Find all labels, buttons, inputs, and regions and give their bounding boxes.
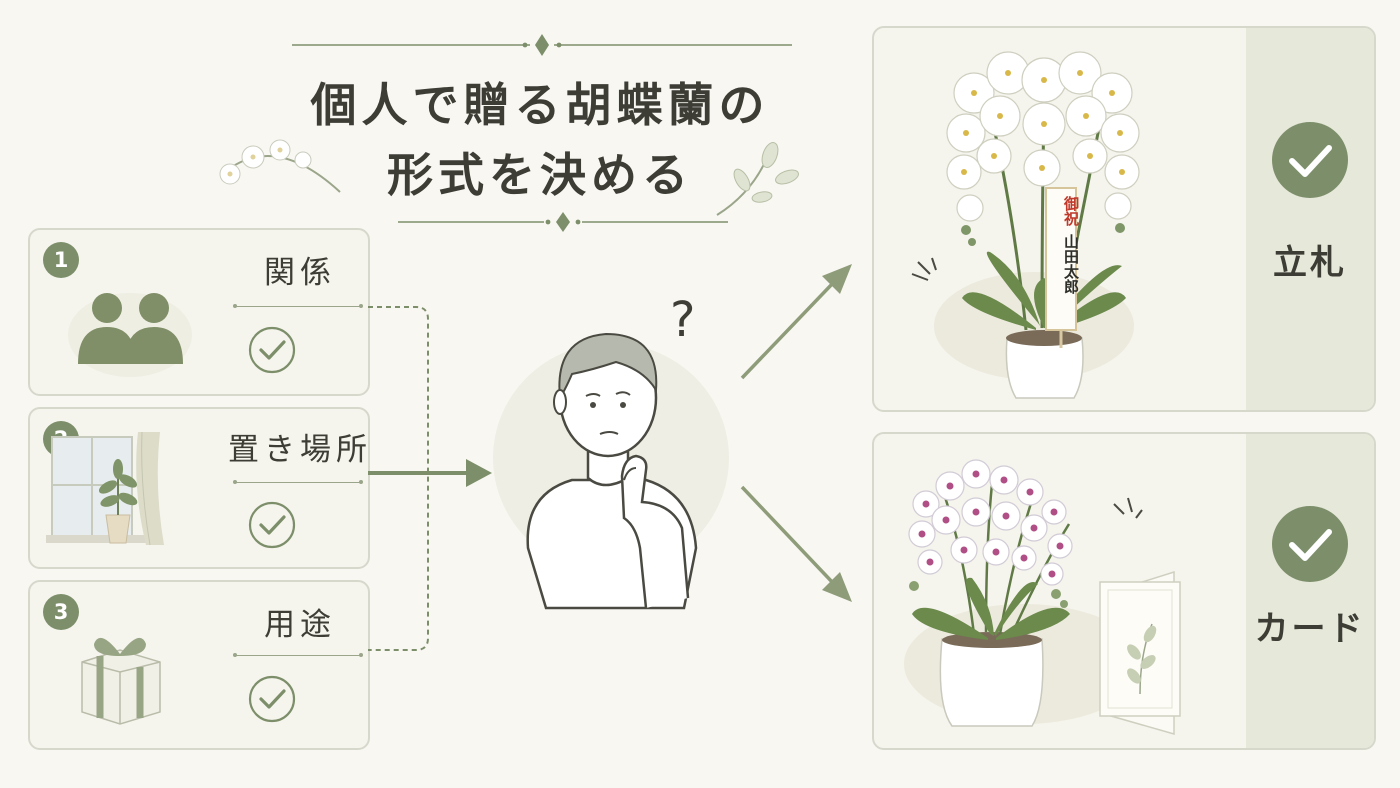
- step-divider: [233, 303, 363, 308]
- thinking-person-icon: [493, 332, 729, 610]
- step-number-badge: 1: [43, 242, 79, 278]
- panel-side: 立札: [1246, 28, 1374, 410]
- step-card-purpose: 3 用途: [28, 580, 370, 750]
- tag-name: 山田太郎: [1062, 234, 1080, 294]
- step-number-badge: 3: [43, 594, 79, 630]
- tag-greeting: 御祝: [1062, 196, 1080, 226]
- check-icon: [248, 326, 296, 374]
- step-label: 関係: [264, 255, 336, 291]
- result-label: カード: [1254, 609, 1366, 649]
- title-bottom-ornament: [398, 212, 728, 232]
- orchid-with-card-icon: [904, 459, 1181, 735]
- result-panel-card: カード: [872, 432, 1376, 750]
- page-title-line1: 個人で贈る胡蝶蘭の: [310, 78, 770, 132]
- orchid-sprig-icon: [219, 139, 341, 193]
- step-label: 置き場所: [228, 432, 372, 468]
- step-card-relationship: 1 関係: [28, 228, 370, 396]
- check-icon: [248, 501, 296, 549]
- step-label: 用途: [264, 607, 336, 643]
- check-circle-icon: [1272, 122, 1348, 198]
- step-divider: [233, 652, 363, 657]
- result-panel-tag: 立札 御祝 山田太郎: [872, 26, 1376, 412]
- title-block: 個人で贈る胡蝶蘭の 形式を決める: [0, 0, 1400, 240]
- step-divider: [233, 479, 363, 484]
- question-mark: ?: [670, 292, 696, 348]
- check-circle-icon: [1272, 506, 1348, 582]
- window-plant-icon: [46, 431, 164, 546]
- orchid-with-tag-icon: [911, 51, 1140, 399]
- people-icon: [68, 293, 192, 377]
- step-card-placement: 2 置き場所: [28, 407, 370, 569]
- check-icon: [248, 675, 296, 723]
- page-title-line2: 形式を決める: [387, 148, 693, 202]
- result-label: 立札: [1273, 243, 1347, 283]
- leaf-sprig-icon: [716, 142, 799, 216]
- panel-side: カード: [1246, 434, 1374, 748]
- title-top-ornament: [292, 34, 792, 56]
- gift-box-icon: [81, 637, 161, 725]
